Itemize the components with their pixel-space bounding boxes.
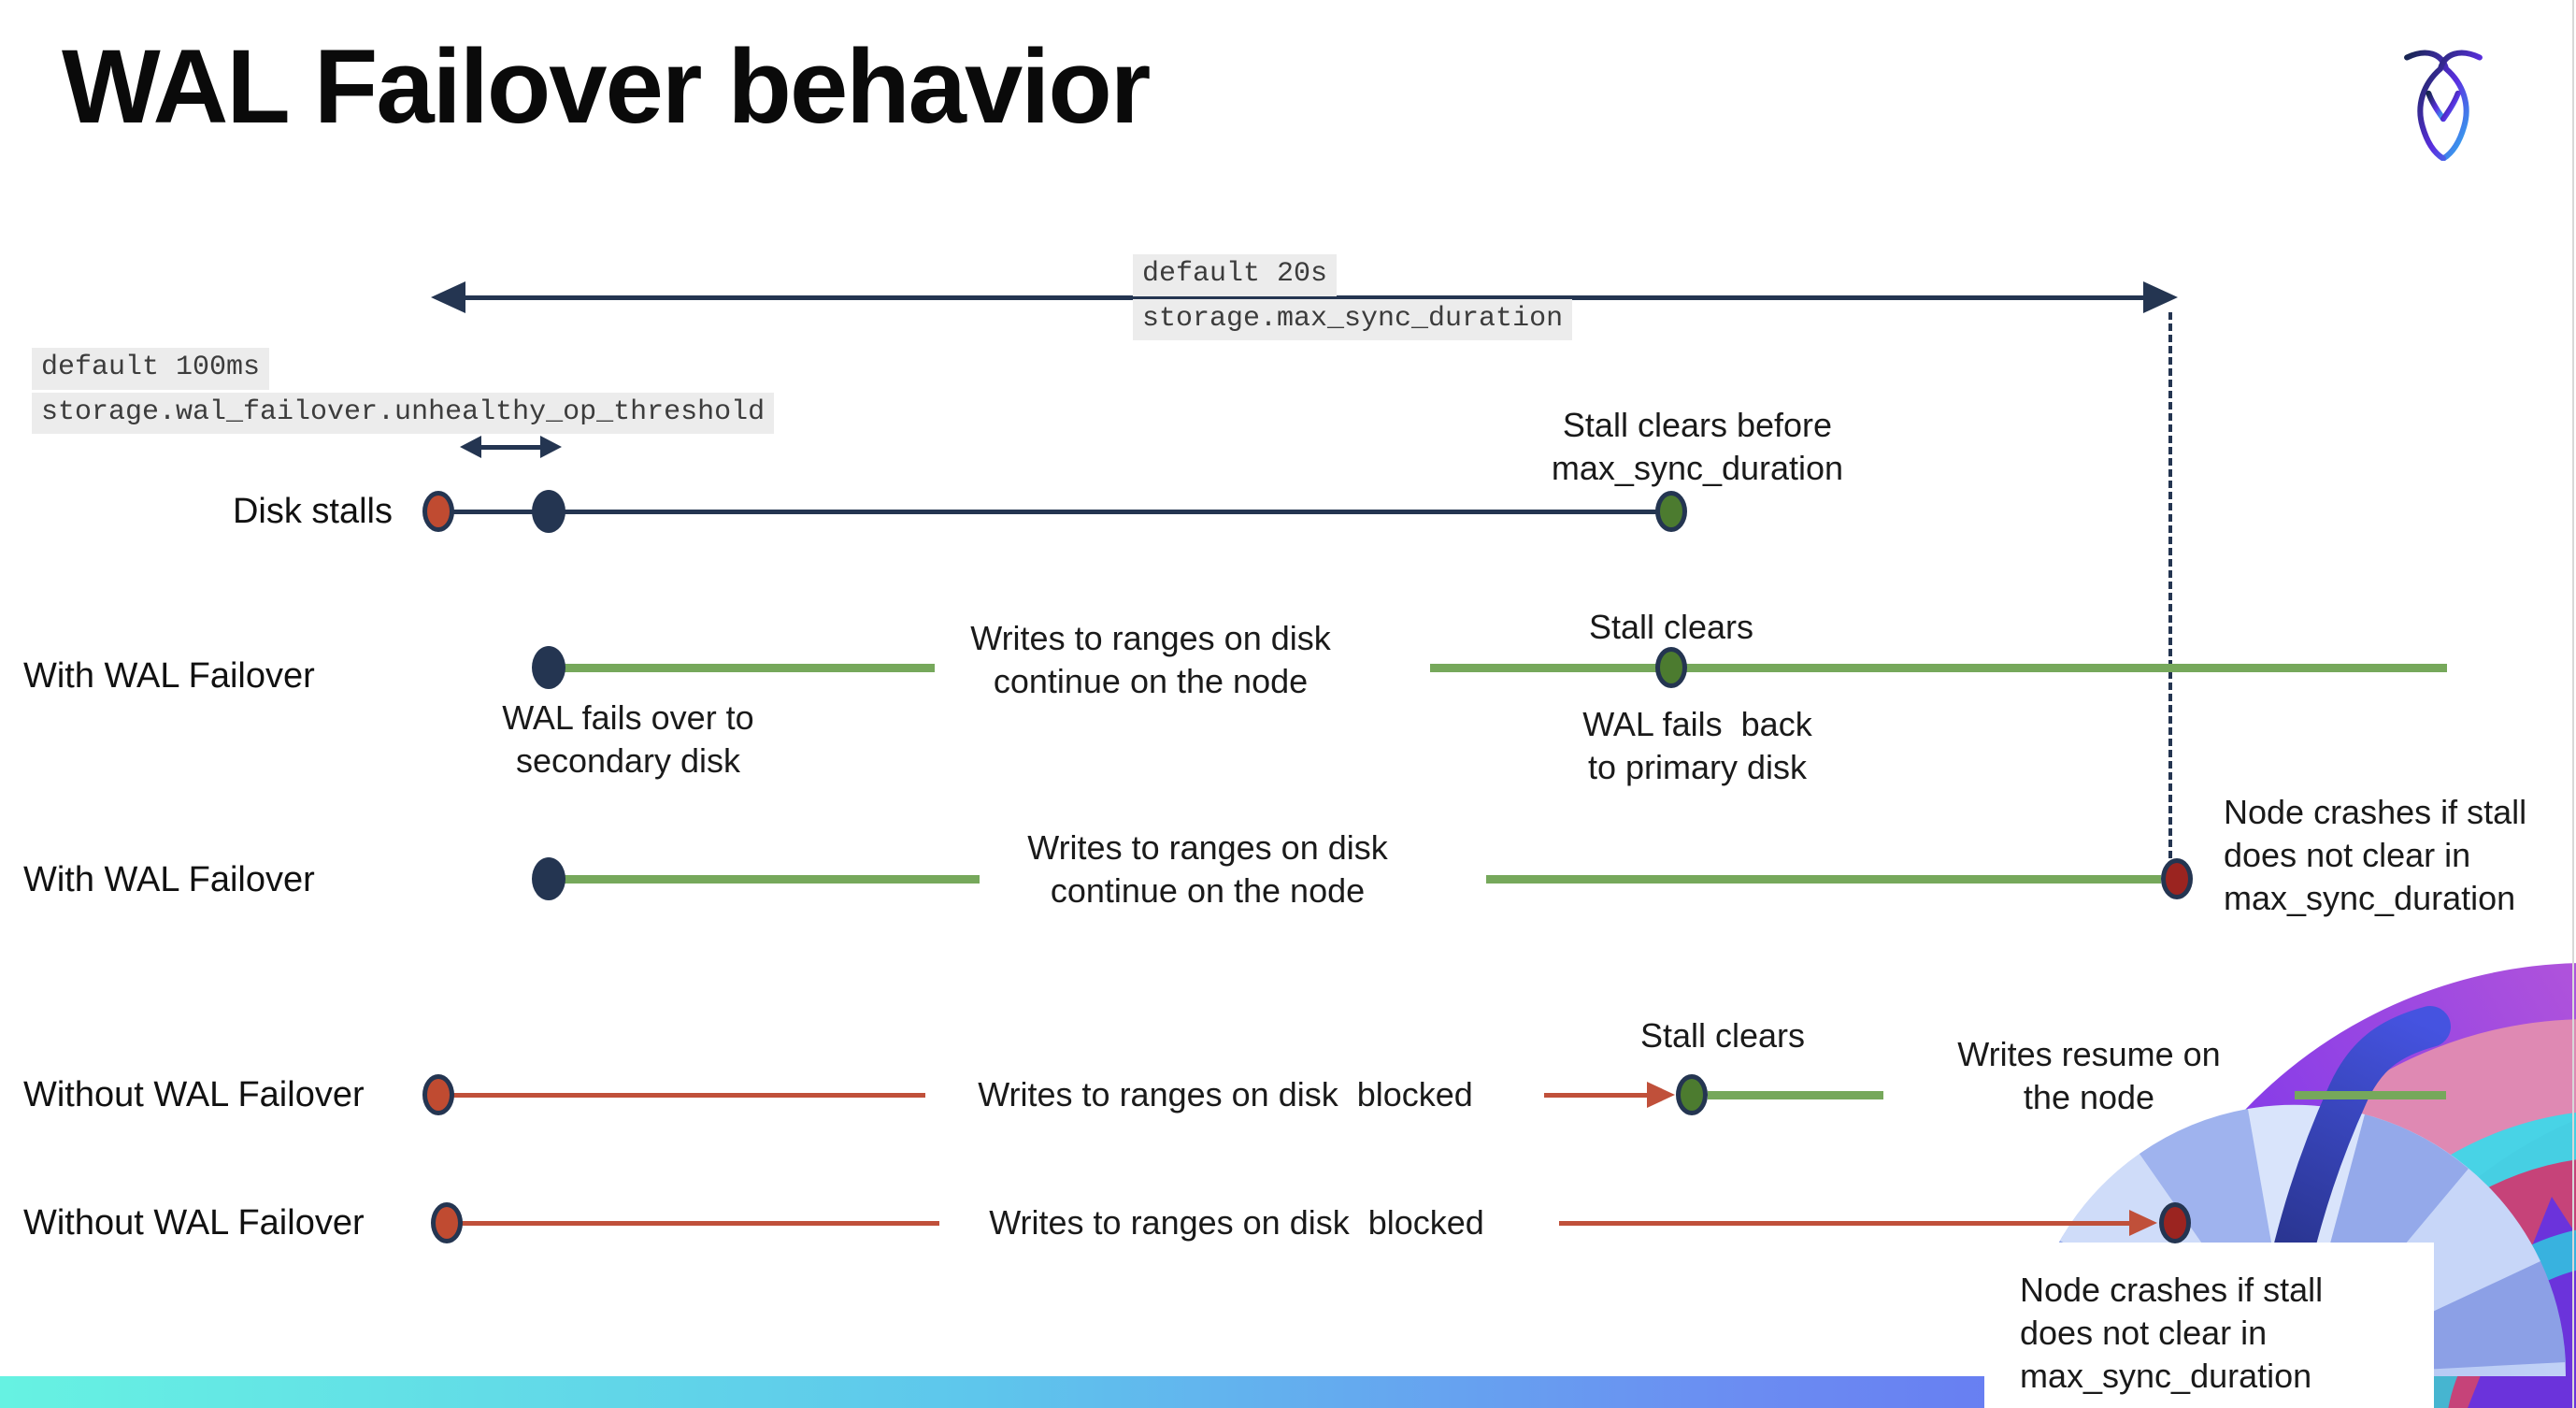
note-writes-continue: Writes to ranges on disk continue on the… [970,619,1331,701]
event-dot-disk-stall-start [422,491,454,532]
event-dot-node-crash [2161,858,2193,899]
cockroachdb-logo-icon [2398,47,2488,165]
note-writes-blocked: Writes to ranges on disk blocked [978,1075,1473,1113]
event-dot-failover [532,857,565,900]
setting-default-value: default 100ms [32,348,270,390]
event-dot-threshold-reached [532,490,565,533]
note-stall-clears-before: Stall clears before max_sync_duration [1551,406,1844,488]
blocked-writes-line [1544,1093,1647,1098]
event-dot-node-crash [2159,1202,2191,1243]
blocked-writes-line [1559,1221,2129,1226]
resumed-writes-line [1708,1091,1883,1099]
note-wal-fails-back: WAL fails back to primary disk [1582,705,1812,787]
max-sync-deadline-dashed-line [2168,312,2172,858]
note-node-crashes: Node crashes if stall does not clear in … [2224,793,2527,918]
node-crash-callout: Node crashes if stall does not clear in … [1984,1243,2434,1408]
event-dot-stall-clears [1655,491,1687,532]
arrowhead-right-icon [540,436,562,458]
note-writes-continue: Writes to ranges on disk continue on the… [1027,828,1388,911]
blocked-writes-line [447,1221,939,1226]
setting-unhealthy-op-threshold: default 100ms storage.wal_failover.unhea… [32,348,775,437]
page-title: WAL Failover behavior [62,28,1151,145]
row-label-with-wal-failover: With WAL Failover [23,656,315,696]
arrowhead-left-icon [431,281,465,313]
setting-default-value: default 20s [1133,254,1338,296]
setting-name: storage.max_sync_duration [1133,298,1573,340]
note-node-crashes: Node crashes if stall does not clear in … [2020,1271,2324,1396]
healthy-writes-line [1486,875,2161,884]
note-writes-blocked: Writes to ranges on disk blocked [989,1203,1484,1242]
healthy-writes-line [549,875,980,884]
event-dot-disk-stall-start [431,1202,463,1243]
row-label-without-wal-failover: Without WAL Failover [23,1075,365,1114]
event-dot-stall-clears [1655,647,1687,688]
note-stall-clears: Stall clears [1639,1016,1806,1055]
note-wal-fails-over: WAL fails over to secondary disk [502,698,754,781]
threshold-arrow-line [472,445,551,450]
note-stall-clears: Stall clears [1588,608,1754,646]
event-dot-failover [532,646,565,689]
max-sync-duration-arrow-line [447,295,2161,300]
setting-max-sync-duration: default 20s storage.max_sync_duration [1133,254,1573,343]
arrowhead-left-icon [460,436,481,458]
row-label-disk-stalls: Disk stalls [232,492,393,531]
setting-name: storage.wal_failover.unhealthy_op_thresh… [32,392,775,434]
row-label-without-wal-failover: Without WAL Failover [23,1203,365,1243]
blocked-writes-line [438,1093,925,1098]
arrowhead-right-icon [2143,281,2178,313]
note-writes-resume: Writes resume on the node [1957,1035,2221,1117]
event-dot-stall-clears [1676,1074,1708,1115]
arrowhead-right-icon [2129,1210,2157,1236]
event-dot-disk-stall-start [422,1074,454,1115]
arrowhead-right-icon [1647,1082,1675,1108]
slide-right-edge [2572,0,2574,1408]
resumed-writes-line [2295,1091,2446,1099]
row-label-with-wal-failover: With WAL Failover [23,860,315,899]
healthy-writes-line [1430,664,2447,672]
healthy-writes-line [549,664,935,672]
disk-stall-timeline [438,510,1671,514]
